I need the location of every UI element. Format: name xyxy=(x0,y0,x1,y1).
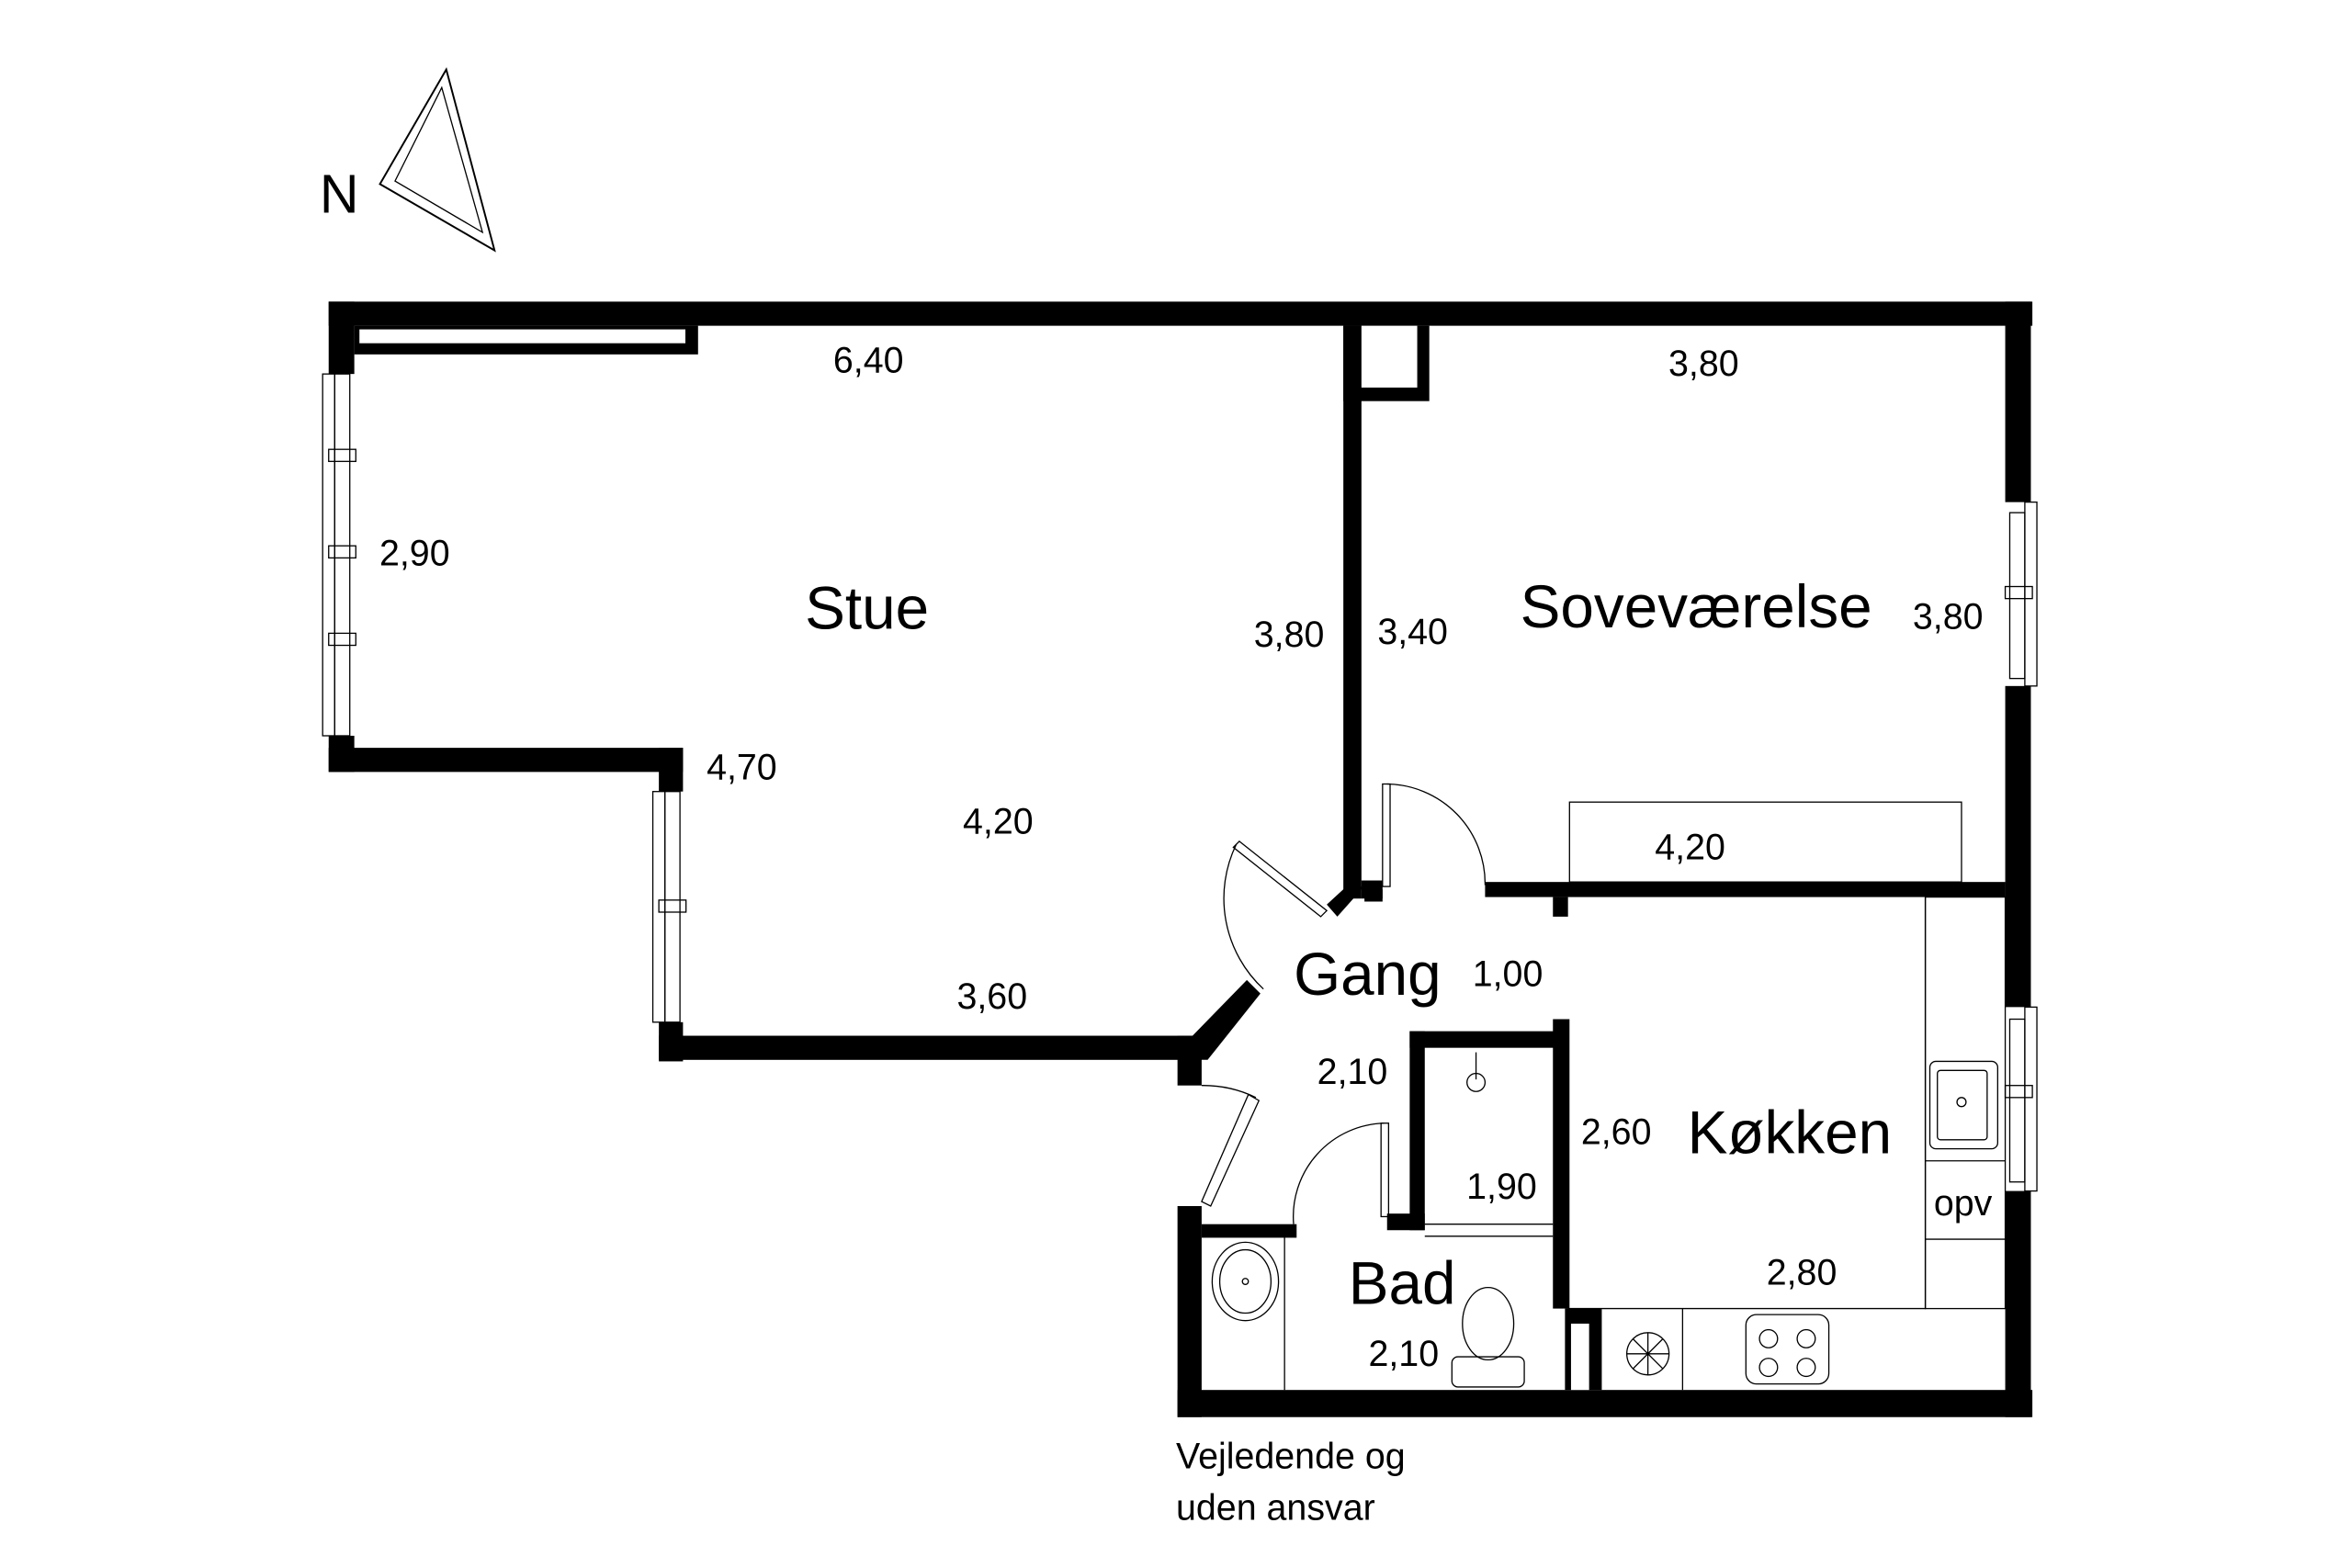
label-opv: opv xyxy=(1934,1183,1993,1224)
dim-gang-width: 1,00 xyxy=(1473,953,1544,994)
shower-icon xyxy=(1466,1072,1487,1092)
dim-kokken-left: 2,60 xyxy=(1581,1112,1652,1153)
toilet-icon xyxy=(1462,1286,1515,1361)
dim-sove-right: 3,80 xyxy=(1913,596,1984,637)
room-label-bad: Bad xyxy=(1349,1250,1456,1317)
dim-bad-width: 2,10 xyxy=(1368,1334,1439,1374)
north-arrow-icon xyxy=(379,67,496,253)
dim-gang-length: 2,10 xyxy=(1317,1052,1388,1092)
walls xyxy=(328,301,2033,1417)
dim-stue-bottom: 3,60 xyxy=(956,976,1027,1017)
dim-stue-right: 3,80 xyxy=(1254,615,1325,655)
windows xyxy=(322,373,2038,1192)
dim-stue-left: 2,90 xyxy=(379,534,450,574)
north-label: N xyxy=(320,164,359,225)
dim-sove-bottom: 4,20 xyxy=(1655,828,1725,868)
dim-kokken-bottom: 2,80 xyxy=(1767,1252,1838,1292)
room-label-kokken: Køkken xyxy=(1688,1100,1892,1167)
fixtures xyxy=(1211,801,2007,1391)
dim-sove-top: 3,80 xyxy=(1668,344,1739,384)
room-label-stue: Stue xyxy=(805,574,929,641)
dim-stue-step: 4,70 xyxy=(707,748,777,788)
disclaimer-line1: Vejledende og xyxy=(1176,1437,1406,1477)
disclaimer-line2: uden ansvar xyxy=(1176,1487,1375,1528)
room-label-sovevaerelse: Soveværelse xyxy=(1521,573,1872,640)
dim-stue-top: 6,40 xyxy=(833,341,904,381)
dim-sove-left: 3,40 xyxy=(1377,612,1448,652)
sink-icon xyxy=(1211,1241,1280,1322)
stove-icon xyxy=(1745,1314,1830,1385)
room-label-gang: Gang xyxy=(1294,941,1442,1008)
dim-stue-mid: 4,20 xyxy=(963,802,1034,842)
doors xyxy=(1201,783,1487,1224)
dim-bad-shower: 1,90 xyxy=(1466,1167,1537,1207)
